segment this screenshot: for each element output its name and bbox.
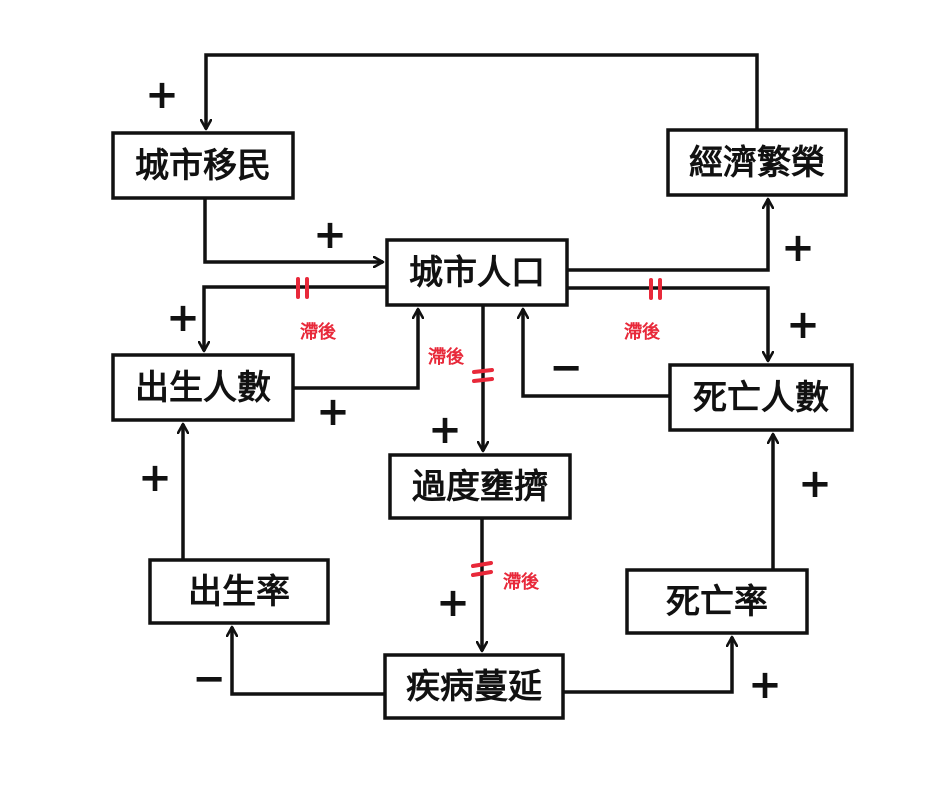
- node-death-rate-label: 死亡率: [666, 582, 768, 622]
- sign-birth-rate-births: +: [138, 455, 172, 501]
- edge-population-to-prosperity: [567, 199, 768, 272]
- sign-births-population: +: [316, 389, 350, 435]
- sign-population-prosperity: +: [781, 225, 815, 271]
- sign-crowding-disease: +: [436, 580, 470, 626]
- node-immigration-label: 城市移民: [135, 146, 271, 186]
- node-crowding-label: 過度壅擠: [412, 467, 548, 507]
- delay-marks: [296, 277, 662, 577]
- node-births-label: 出生人數: [135, 368, 271, 408]
- connectors: [183, 53, 773, 696]
- edge-population-to-births: [204, 285, 387, 351]
- edge-immigration-to-population: [203, 198, 383, 262]
- node-birth-rate-label: 出生率: [188, 572, 290, 612]
- edge-population-to-deaths: [567, 286, 768, 361]
- sign-prosperity-immigration: +: [145, 72, 179, 118]
- sign-disease-birth-rate: −: [192, 656, 226, 702]
- delay-mark-crowding: [472, 368, 494, 383]
- sign-deaths-population: −: [549, 345, 583, 391]
- delay-mark-disease: [471, 561, 493, 577]
- node-birth-rate-box: [148, 558, 330, 625]
- node-boxes: [111, 128, 854, 720]
- sign-population-deaths: +: [786, 302, 820, 348]
- sign-population-births: +: [166, 295, 200, 341]
- sign-immigration-population: +: [313, 212, 347, 258]
- delay-label-births: 滯後: [300, 321, 337, 343]
- delay-mark-births: [296, 277, 309, 299]
- delay-label-deaths: 滯後: [624, 321, 661, 343]
- node-population-box: [385, 238, 569, 307]
- delay-mark-deaths: [649, 278, 662, 300]
- edge-deaths-to-population: [523, 309, 670, 398]
- sign-disease-death-rate: +: [748, 662, 782, 708]
- edge-disease-to-death-rate: [563, 637, 732, 694]
- node-death-rate-box: [625, 568, 809, 635]
- delay-label-disease: 滯後: [503, 571, 540, 593]
- delay-label-crowding: 滯後: [428, 346, 465, 368]
- node-disease-box: [383, 653, 565, 720]
- sign-population-crowding: +: [428, 407, 462, 453]
- node-prosperity-box: [666, 128, 848, 197]
- node-disease-label: 疾病蔓延: [406, 667, 543, 707]
- node-population-label: 城市人口: [409, 253, 545, 293]
- node-prosperity-label: 經濟繁榮: [689, 143, 825, 183]
- edge-disease-to-birth-rate: [232, 627, 385, 696]
- edge-births-to-population: [293, 309, 418, 390]
- edge-prosperity-to-immigration: [206, 53, 759, 130]
- node-deaths-box: [668, 363, 854, 432]
- node-crowding-box: [388, 453, 572, 520]
- node-immigration-box: [111, 131, 295, 200]
- sign-death-rate-deaths: +: [798, 461, 832, 507]
- node-deaths-label: 死亡人數: [693, 378, 829, 418]
